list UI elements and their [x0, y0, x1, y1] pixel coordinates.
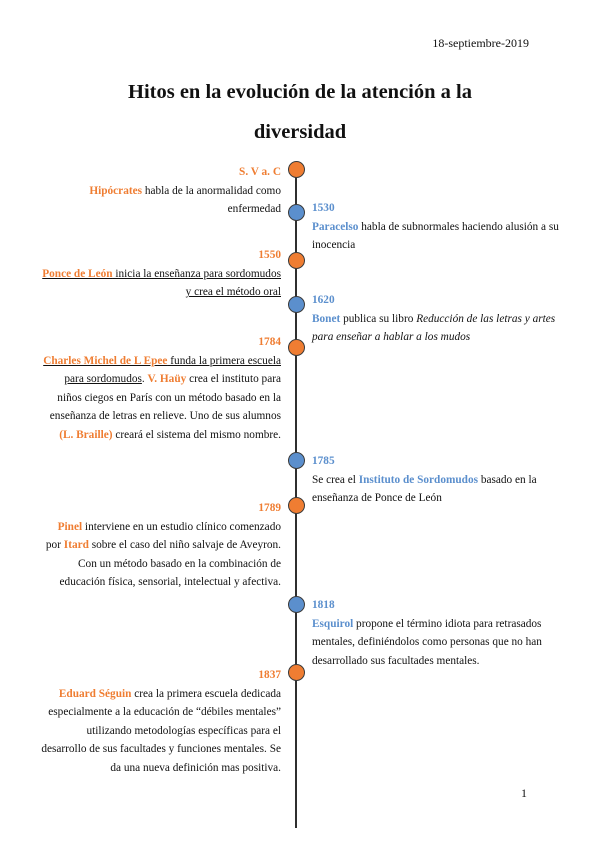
entry-person: Hipócrates — [89, 184, 143, 197]
timeline-dot-1818 — [287, 596, 305, 613]
timeline-entry-1620: 1620 Bonet publica su libro Reducción de… — [312, 291, 562, 347]
entry-person: Paracelso — [312, 220, 359, 233]
entry-year: 1550 — [258, 249, 281, 261]
entry-person: Charles Michel de L Epee — [43, 354, 168, 367]
timeline-dot-1530 — [287, 204, 305, 221]
entry-person: Bonet — [312, 312, 341, 325]
entry-text: crea la primera escuela dedicada especia… — [41, 687, 281, 774]
timeline-dot-1837 — [287, 664, 305, 681]
entry-text: publica su libro — [340, 312, 417, 325]
title-line-1: Hitos en la evolución de la atención a l… — [128, 81, 472, 103]
entry-text: funda la primera escuela para sordomudos — [64, 354, 281, 386]
entry-person: V. Haüy — [147, 373, 187, 386]
document-date: 18-septiembre-2019 — [432, 36, 529, 50]
entry-year: 1789 — [258, 502, 281, 514]
timeline-entry-1530: 1530 Paracelso habla de subnormales haci… — [312, 199, 562, 255]
entry-institution: Instituto de Sordomudos — [358, 473, 479, 486]
entry-year: 1837 — [258, 669, 281, 681]
document-title: Hitos en la evolución de la atención a l… — [80, 72, 520, 152]
entry-person: (L. Braille) — [59, 428, 113, 441]
entry-text: habla de subnormales haciendo alusión a … — [312, 220, 559, 252]
entry-year: 1620 — [312, 294, 335, 306]
entry-year: 1818 — [312, 599, 335, 611]
entry-person: Itard — [63, 539, 89, 552]
entry-text: creará el sistema del mismo nombre. — [112, 428, 281, 441]
timeline-dot-1784 — [287, 339, 305, 356]
timeline-entry-1818: 1818 Esquirol propone el término idiota … — [312, 596, 562, 670]
timeline-dot-1789 — [287, 497, 305, 514]
entry-person: Esquirol — [312, 617, 354, 630]
entry-text: inicia la enseñanza para sordomudos y cr… — [112, 267, 281, 299]
entry-text: basado en la enseñanza de Ponce de León — [312, 473, 537, 505]
entry-person: Ponce de León — [42, 267, 113, 280]
entry-year: 1530 — [312, 202, 335, 214]
entry-person: Pinel — [57, 520, 83, 533]
entry-text: propone el término idiota para retrasado… — [312, 617, 542, 667]
entry-year: 1784 — [258, 336, 281, 348]
title-line-2: diversidad — [253, 121, 347, 143]
entry-text: . — [141, 373, 148, 386]
entry-text: habla de la anormalidad como enfermedad — [142, 184, 281, 216]
timeline-dot-svac — [287, 161, 305, 178]
timeline-dot-1785 — [287, 452, 305, 469]
timeline-dot-1550 — [287, 252, 305, 269]
entry-year: S. V a. C — [239, 166, 281, 178]
entry-text: crea el instituto para niños ciegos en P… — [49, 373, 281, 423]
timeline-entry-1550: 1550 Ponce de León inicia la enseñanza p… — [41, 246, 281, 302]
entry-year: 1785 — [312, 455, 335, 467]
entry-person: Eduard Séguin — [58, 687, 132, 700]
timeline-dot-1620 — [287, 296, 305, 313]
timeline-entry-1789: 1789 Pinel interviene en un estudio clín… — [41, 499, 281, 592]
timeline-entry-1784: 1784 Charles Michel de L Epee funda la p… — [41, 333, 281, 445]
timeline-entry-1785: 1785 Se crea el Instituto de Sordomudos … — [312, 452, 562, 508]
entry-text: Se crea el — [312, 473, 359, 486]
timeline-entry-svac: S. V a. C Hipócrates habla de la anormal… — [41, 163, 281, 219]
timeline-entry-1837: 1837 Eduard Séguin crea la primera escue… — [41, 666, 281, 778]
entry-text: interviene en un estudio clínico comenza… — [45, 520, 281, 552]
page-number: 1 — [521, 786, 527, 800]
entry-text: sobre el caso del niño salvaje de Aveyro… — [59, 539, 281, 589]
entry-book-title: Reducción de las letras y artes para ens… — [312, 312, 556, 344]
